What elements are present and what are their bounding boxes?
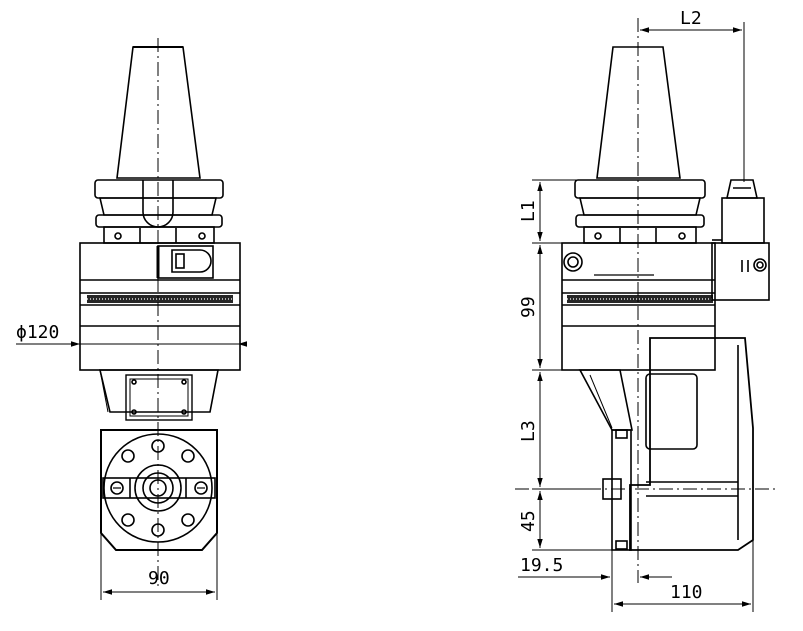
side-vertical-dimensions	[532, 179, 612, 551]
front-flange	[94, 179, 224, 244]
front-taper-shank	[116, 46, 201, 179]
side-view	[515, 18, 776, 583]
diameter-label: ϕ120	[16, 322, 59, 343]
side-neck	[578, 369, 633, 431]
front-neck	[98, 369, 219, 421]
height-45-label: 45	[518, 510, 539, 532]
side-flange	[574, 179, 706, 244]
width-110-label: 110	[670, 582, 703, 603]
side-stop-block	[711, 179, 770, 301]
front-spindle-head	[100, 429, 218, 551]
width-90-label: 90	[148, 568, 170, 589]
side-tool-plate	[602, 429, 632, 551]
offset-19-5-label: 19.5	[520, 555, 563, 576]
side-l2-dimension	[640, 22, 745, 182]
side-width-110-dimension	[614, 540, 754, 612]
front-view	[79, 38, 241, 588]
front-width-dimension	[100, 533, 218, 600]
side-spindle-housing	[629, 337, 754, 551]
side-taper-shank	[596, 46, 681, 179]
side-main-body	[561, 242, 716, 371]
l1-label: L1	[518, 200, 539, 222]
side-offset-dimension	[518, 550, 672, 612]
l3-label: L3	[518, 420, 539, 442]
height-99-label: 99	[518, 296, 539, 318]
front-main-body	[79, 242, 241, 371]
l2-label: L2	[680, 8, 702, 29]
